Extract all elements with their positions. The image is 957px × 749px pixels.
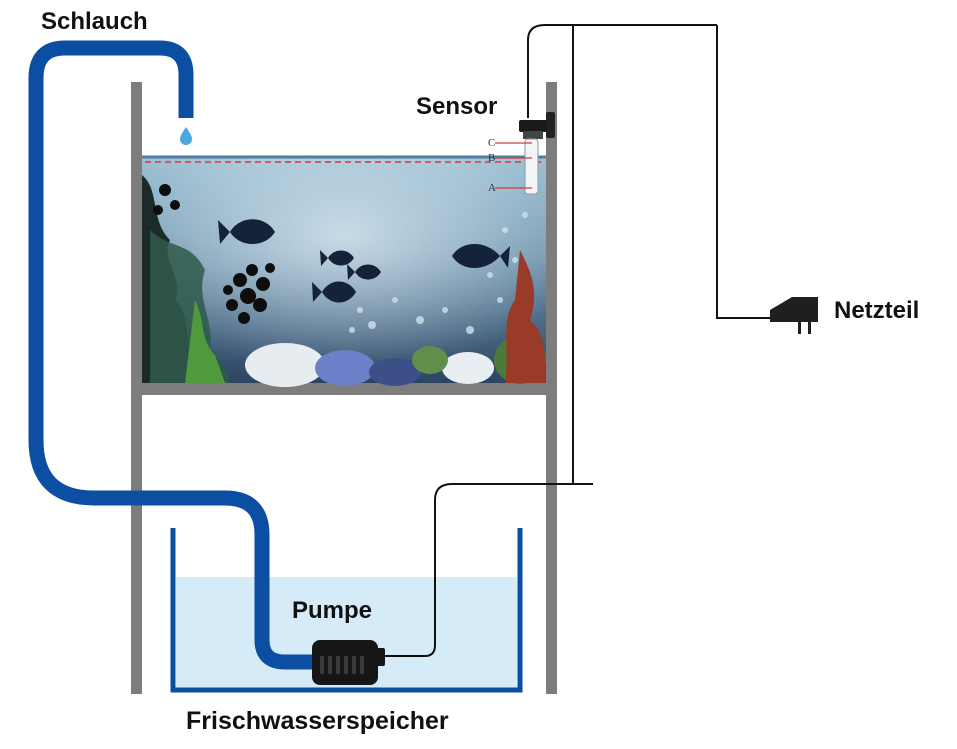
- pump: [312, 640, 385, 685]
- fish: [452, 244, 510, 268]
- hose: [28, 40, 318, 670]
- black-rocks: [153, 184, 275, 324]
- aquarium-tank: [142, 155, 546, 387]
- fish: [312, 281, 356, 303]
- fish-group: [218, 219, 510, 303]
- power-supply-label: Netzteil: [834, 297, 919, 324]
- reservoir-label: Frischwasserspeicher: [186, 707, 449, 735]
- sensor-label: Sensor: [416, 93, 497, 120]
- sensor-level-a: A: [488, 182, 496, 194]
- pump-label: Pumpe: [292, 597, 372, 624]
- corals: [245, 250, 546, 387]
- sensor-tube: [524, 138, 539, 195]
- sensor-mount-bracket: [546, 112, 555, 138]
- stand-shelf: [131, 383, 557, 395]
- pump-cable: [383, 483, 593, 657]
- water-drop: [180, 127, 192, 145]
- hose-label: Schlauch: [41, 8, 148, 35]
- sensor-level-c: C: [488, 137, 495, 149]
- float-sensor: C B A: [488, 112, 555, 195]
- reservoir-container: [170, 528, 523, 693]
- sensor-level-b: B: [488, 152, 495, 164]
- power-supply: [770, 297, 818, 334]
- fish: [218, 219, 275, 244]
- bubbles: [349, 212, 528, 334]
- plug-prong: [798, 322, 801, 334]
- wiring: [383, 24, 770, 657]
- fish: [347, 264, 381, 280]
- plug-prong: [808, 322, 811, 334]
- power-cable: [716, 25, 770, 319]
- sensor-nut: [523, 131, 543, 139]
- fish: [320, 250, 354, 266]
- sensor-cable: [527, 24, 717, 118]
- sensor-clamp: [519, 120, 547, 132]
- stand: [131, 82, 557, 694]
- power-supply-body: [770, 297, 818, 322]
